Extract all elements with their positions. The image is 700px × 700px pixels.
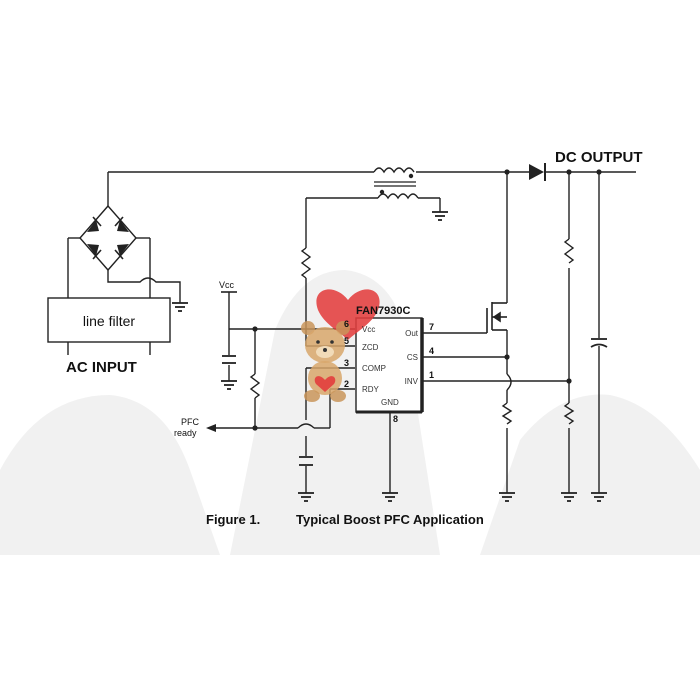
resistor-zcd xyxy=(300,247,312,279)
pin-vcc-label: Vcc xyxy=(362,325,375,334)
chip-name-label: FAN7930C xyxy=(356,305,410,317)
bridge-rectifier xyxy=(79,204,137,272)
heart-icon xyxy=(316,289,380,340)
pin-gnd-label: GND xyxy=(381,398,399,407)
pin-comp-label: COMP xyxy=(362,364,386,373)
pin-zcd-label: ZCD xyxy=(362,343,379,352)
pfc-ready-arrow-icon xyxy=(206,424,216,432)
pin-number-7: 7 xyxy=(429,322,434,332)
ready-label: ready xyxy=(174,428,197,438)
pin-number-2: 2 xyxy=(344,379,349,389)
ground-icon xyxy=(382,492,398,502)
ground-icon xyxy=(499,492,515,502)
caption-title: Typical Boost PFC Application xyxy=(296,512,484,527)
caption-figure-number: Figure 1. xyxy=(206,512,260,527)
capacitors xyxy=(222,338,608,466)
dc-output-label: DC OUTPUT xyxy=(555,149,643,166)
resistor-cs xyxy=(501,402,513,425)
resistor-lower-divider xyxy=(563,402,575,425)
pin-number-8: 8 xyxy=(393,414,398,424)
pfc-label: PFC xyxy=(181,417,200,427)
pin-rdy-label: RDY xyxy=(362,385,380,394)
line-filter-box xyxy=(47,297,171,343)
mosfet xyxy=(486,302,507,333)
ground-symbols xyxy=(172,211,607,502)
pin-number-3: 3 xyxy=(344,358,349,368)
pin-number-1: 1 xyxy=(429,370,434,380)
pin-number-6: 6 xyxy=(344,319,349,329)
pin-number-4: 4 xyxy=(429,346,434,356)
ground-icon xyxy=(221,380,237,390)
resistor-upper-divider xyxy=(563,238,575,264)
ground-icon xyxy=(432,211,448,221)
pin-out-label: Out xyxy=(405,329,419,338)
ground-icon xyxy=(561,492,577,502)
ground-icon xyxy=(591,492,607,502)
teddy-bear-watermark xyxy=(301,289,380,402)
pin-number-5: 5 xyxy=(344,336,349,346)
ground-icon xyxy=(172,302,188,312)
ground-icon xyxy=(298,492,314,502)
boost-inductor xyxy=(373,167,419,200)
vcc-label: Vcc xyxy=(219,280,235,290)
line-filter-label: line filter xyxy=(83,313,135,329)
pin-inv-label: INV xyxy=(405,377,419,386)
output-diode xyxy=(529,163,546,181)
junction-dots xyxy=(252,169,602,431)
ic-body xyxy=(355,317,423,413)
controller-ic xyxy=(355,317,424,414)
pin-cs-label: CS xyxy=(407,353,418,362)
resistor-rdy xyxy=(249,373,261,399)
resistors xyxy=(249,238,575,425)
ac-input-label: AC INPUT xyxy=(66,359,137,376)
